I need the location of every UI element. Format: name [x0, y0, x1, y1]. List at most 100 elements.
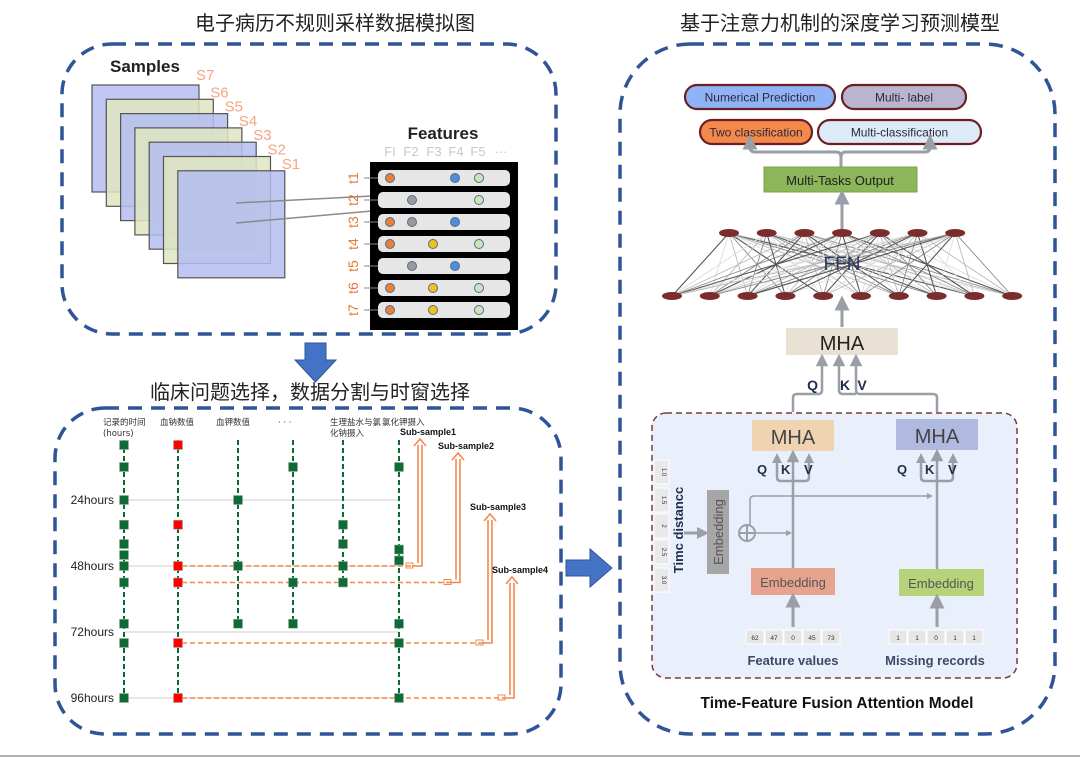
feature-matrix-rows: [364, 170, 510, 318]
feature-dot-green: [474, 195, 484, 205]
sodium-record-point: [173, 561, 183, 571]
ffn-edge: [671, 232, 956, 297]
ffn-node: [719, 229, 739, 237]
record-point: [233, 495, 243, 505]
time-label: t1: [345, 172, 361, 184]
time-value: 1.0: [660, 468, 666, 477]
column-header: 化钠摄入: [330, 428, 365, 439]
sample-id-label: S4: [239, 113, 257, 130]
connector-line: [235, 195, 373, 204]
multitask-output-label: Multi-Tasks Output: [786, 173, 894, 188]
feature-dot-blue: [450, 217, 460, 227]
matrix-row: [378, 214, 510, 230]
panel-title-time-window: 临床问题选择，数据分割与时窗选择: [150, 380, 470, 404]
matrix-row: [378, 258, 510, 274]
feature-dot-green: [474, 239, 484, 249]
record-point: [288, 618, 298, 629]
time-label: t4: [345, 238, 361, 250]
record-point: [394, 638, 404, 648]
qkv-right-arrows: [916, 448, 958, 569]
feature-dot-blue: [450, 261, 460, 271]
value-text: 62: [751, 635, 759, 642]
qkv-left-arrows: [772, 449, 814, 568]
time-value: 2.5: [660, 548, 666, 557]
sodium-record-point: [173, 693, 183, 703]
value-text: 1: [972, 635, 976, 642]
feature-dot-yellow: [428, 239, 438, 249]
ffn-network: [662, 229, 1023, 300]
v-label-right: V: [948, 462, 957, 477]
ffn-node: [869, 229, 890, 237]
column-header: 生理盐水与氯: [330, 417, 382, 428]
dashed-frame-sampling: [60, 42, 558, 336]
panel-time-window: 临床问题选择，数据分割与时窗选择 记录的时间(hours)血钠数值血钾数值· ·…: [53, 380, 563, 736]
record-point: [119, 539, 129, 549]
record-point: [119, 440, 129, 450]
column-header: · · ·: [278, 418, 292, 428]
feature-dot-gray: [407, 195, 417, 205]
task-label: Multi- label: [875, 91, 933, 105]
time-value-cell: [653, 513, 670, 539]
time-value-cell: [653, 539, 670, 565]
ffn-node: [775, 292, 796, 300]
ffn-edge: [671, 232, 880, 297]
feature-header-label: F3: [426, 144, 441, 159]
value-cell: [964, 629, 984, 645]
sample-id-label: S7: [196, 67, 214, 84]
ffn-node: [945, 229, 966, 237]
ffn-node: [964, 292, 985, 300]
q-arrow-main: [791, 353, 829, 412]
time-embedding-label: Embedding: [711, 499, 726, 565]
time-label: t3: [345, 216, 361, 228]
feature-dot-green: [474, 305, 484, 315]
feature-dot-yellow: [428, 305, 438, 315]
ffn-node: [907, 229, 928, 237]
feature-header-label: F5: [470, 144, 485, 159]
time-label: t2: [345, 194, 361, 206]
task-box: [683, 83, 837, 111]
ffn-edge: [898, 232, 956, 297]
value-text: 1: [915, 635, 919, 642]
samples-stack: [91, 84, 286, 279]
time-label: t7: [345, 304, 361, 316]
mha-left-box: [752, 420, 834, 451]
column-header: 血钾数值: [216, 417, 251, 428]
hour-label: 24hours: [71, 493, 114, 507]
feature-dot-gray: [407, 217, 417, 227]
value-cell: [888, 629, 908, 645]
ffn-edge: [785, 232, 956, 297]
ffn-node: [813, 292, 834, 300]
ffn-node: [832, 229, 853, 237]
value-cell: [926, 629, 946, 645]
k-label: K: [840, 377, 850, 393]
feature-header-label: F2: [403, 144, 418, 159]
column-header: 氯化钾摄入: [382, 417, 425, 428]
time-label: t5: [345, 260, 361, 272]
ffn-node: [888, 292, 909, 300]
feature-header-label: ···: [495, 144, 508, 159]
ffn-edge: [671, 232, 843, 297]
ffn-edge: [709, 232, 956, 297]
column-header: (hours): [103, 429, 134, 439]
record-point: [394, 544, 404, 555]
task-label: Two classification: [709, 126, 802, 140]
missing-embedding-label: Embedding: [908, 576, 974, 591]
ffn-node: [662, 292, 682, 300]
record-point: [338, 539, 348, 549]
hour-label: 72hours: [71, 625, 114, 639]
v-label-left: V: [804, 462, 813, 477]
value-cell: [945, 629, 965, 645]
record-point: [119, 519, 129, 530]
ffn-node: [794, 229, 815, 237]
matrix-row: [378, 302, 510, 318]
record-point: [338, 577, 348, 588]
mha-main-label: MHA: [820, 333, 865, 355]
down-arrow-icon: [293, 342, 338, 383]
ffn-node: [851, 292, 871, 300]
record-point: [119, 550, 129, 560]
